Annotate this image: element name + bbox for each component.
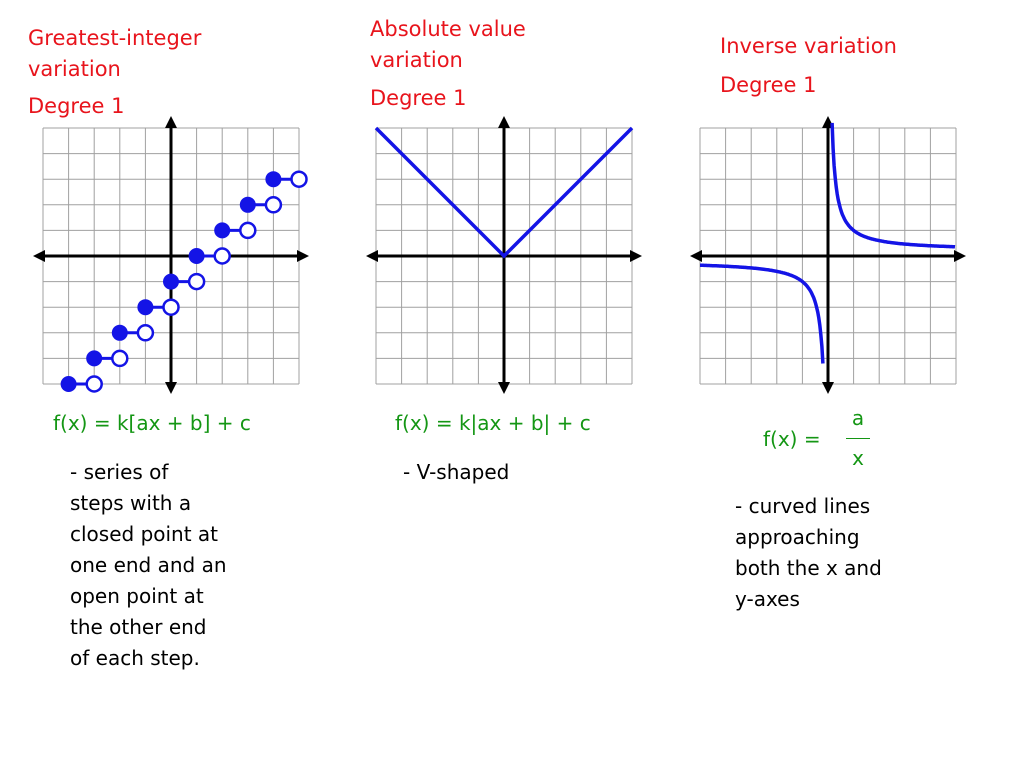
description-line: - curved lines [735,494,871,518]
description-line: one end and an [70,553,227,577]
x-axis-arrow-right [954,250,966,262]
panel1-description: - series of steps with a closed point at on… [70,457,227,674]
panel1-formula: f(x) = k[ax + b] + c [53,411,251,435]
panel2-title-line1: Absolute value [370,17,526,41]
closed-point [60,376,77,392]
panel1-title: Greatest-integer variation [28,23,201,85]
x-axis-arrow-right [297,250,309,262]
closed-point [137,299,154,316]
description-line: the other end [70,615,207,639]
panel3-degree: Degree 1 [720,73,817,97]
y-axis-arrow-up [498,116,510,128]
hyperbola-branch-right [830,122,956,249]
panel2-description: - V-shaped [403,457,509,488]
description-line: both the x and [735,556,882,580]
closed-point [239,196,256,213]
open-point [85,375,103,393]
absolute-value-graph [366,116,642,394]
open-point [187,272,206,291]
panel3-formula-denominator: x [852,446,864,470]
x-axis-arrow-left [33,250,45,262]
y-axis-arrow-down [822,382,834,394]
panel3-fraction-bar [846,438,870,439]
open-point [213,247,231,265]
description-line: y-axes [735,587,800,611]
panel2-degree: Degree 1 [370,86,467,110]
y-axis-arrow-down [165,382,177,394]
closed-point [86,350,103,367]
x-axis-arrow-left [366,250,378,262]
panel2-title-line2: variation [370,48,463,72]
hyperbola-branch-left [700,263,825,364]
x-axis-arrow-right [630,250,642,262]
panel1-degree: Degree 1 [28,94,125,118]
panel1-title-line2: variation [28,57,121,81]
closed-point [214,222,231,239]
description-line: - V-shaped [403,460,510,484]
description-line: open point at [70,584,204,608]
description-line: - series of [70,460,169,484]
open-point [111,349,129,368]
greatest-integer-graph [33,116,309,394]
panel3-title: Inverse variation [720,34,897,58]
panel1-title-line1: Greatest-integer [28,26,202,50]
y-axis-arrow-down [498,382,510,394]
closed-point [163,273,179,290]
closed-point [111,324,128,341]
closed-point [188,248,205,264]
x-axis-arrow-left [690,250,702,262]
v-shaped-curve [374,126,634,259]
description-line: approaching [735,525,860,549]
open-point [162,298,180,316]
panel3-description: - curved lines approaching both the x and y… [735,491,882,615]
panel2-title: Absolute value variation [370,14,526,76]
open-point [264,196,283,214]
panel2-formula: f(x) = k|ax + b| + c [395,411,591,435]
panel3-formula-lhs: f(x) = [763,427,821,451]
description-line: closed point at [70,522,219,546]
open-point [136,324,155,342]
y-axis-arrow-up [165,116,177,128]
open-point [290,170,308,188]
panel3-formula-numerator: a [851,406,865,430]
inverse-variation-graph [690,116,966,394]
description-line: steps with a [70,491,192,515]
closed-point [265,171,282,188]
open-point [239,221,257,240]
description-line: of each step. [70,646,200,670]
